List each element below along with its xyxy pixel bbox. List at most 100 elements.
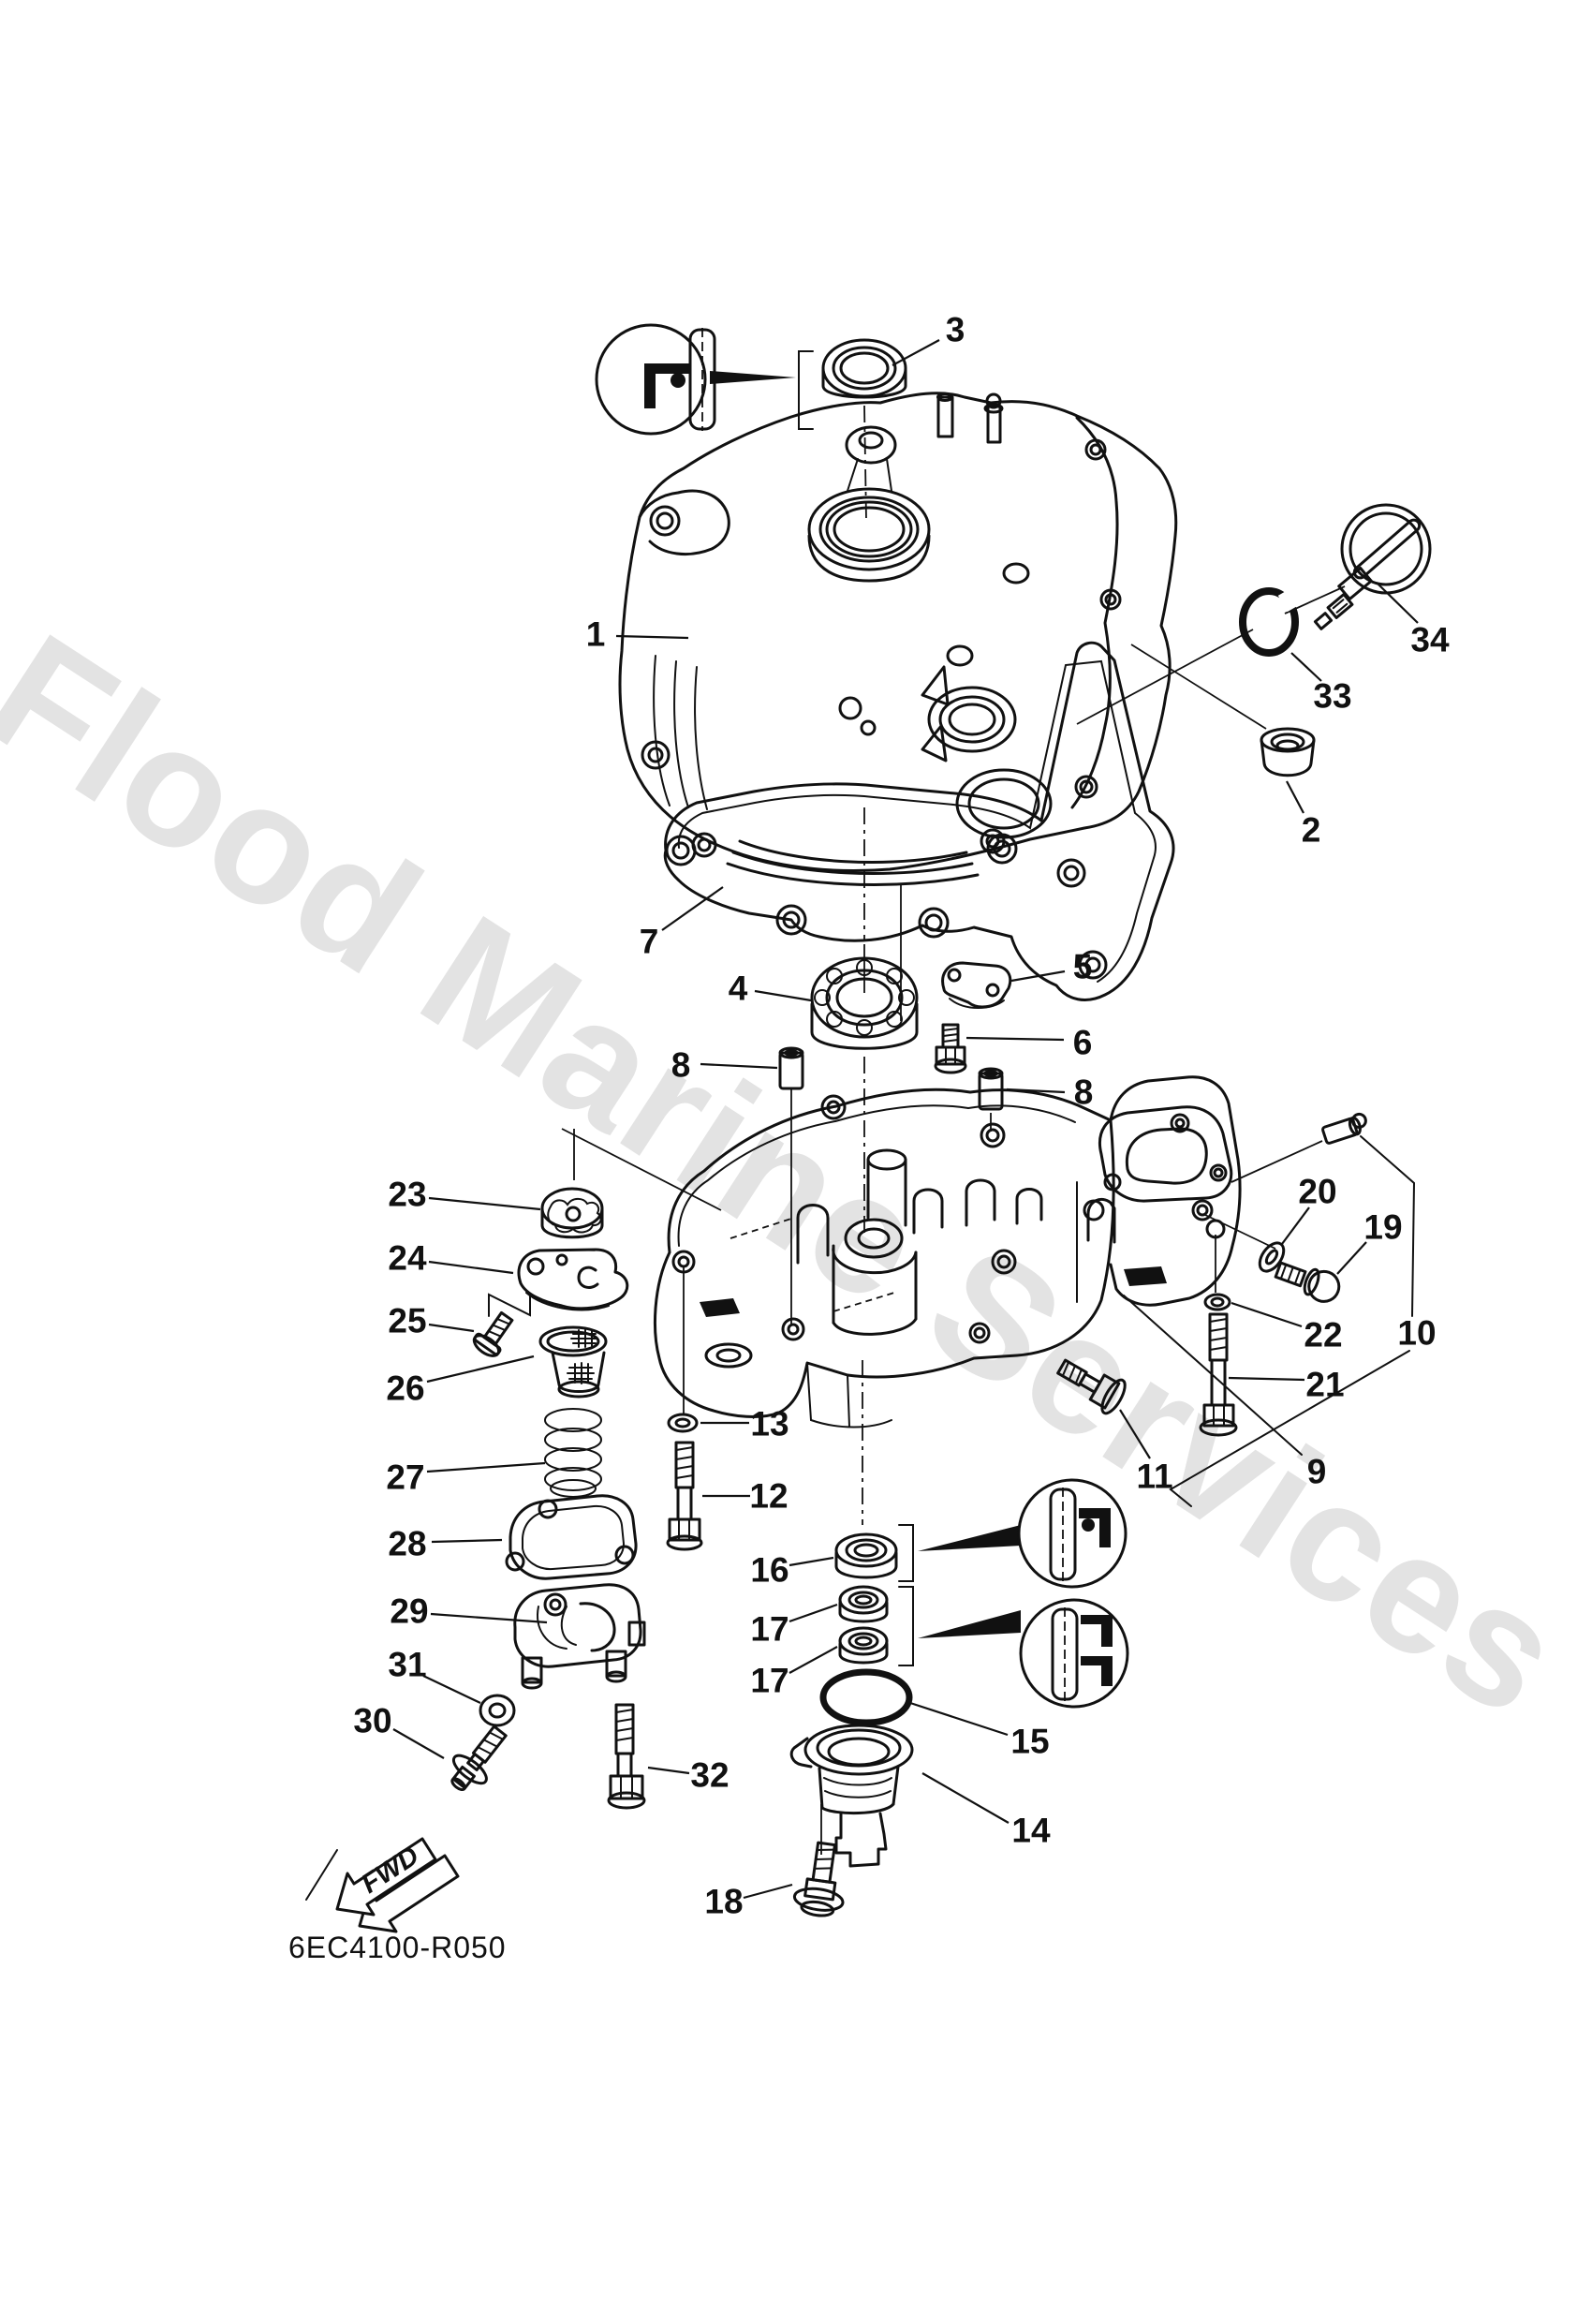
callout-leader-8	[700, 1062, 778, 1070]
spring-27	[544, 1408, 602, 1498]
callout-22: 22	[1304, 1316, 1342, 1354]
callout-18: 18	[704, 1883, 743, 1921]
callout-34: 34	[1410, 621, 1450, 659]
drawing-code: 6EC4100-R050	[288, 1931, 507, 1964]
callout-leader-3	[892, 339, 940, 366]
callout-24: 24	[388, 1239, 427, 1278]
callout-30: 30	[353, 1702, 391, 1740]
callout-8: 8	[1074, 1073, 1094, 1112]
callout-leader-30	[392, 1728, 445, 1759]
group-boundary-lines	[1123, 1135, 1416, 1507]
callout-leader-26	[426, 1354, 535, 1384]
bolt-19	[1274, 1261, 1341, 1303]
strainer-26	[538, 1325, 608, 1399]
seal-grommet-2	[1260, 727, 1316, 777]
seal-profile-icon	[1079, 1508, 1111, 1547]
pump-cover-29	[513, 1583, 646, 1690]
callout-leader-32	[647, 1766, 690, 1775]
callout-leader-1	[615, 634, 689, 640]
callout-leader-8	[1006, 1088, 1066, 1094]
thermostat-gasket	[1098, 1105, 1233, 1203]
callout-leader-34	[1376, 582, 1419, 624]
bolt-11	[1056, 1358, 1127, 1415]
callout-leader-18	[743, 1883, 793, 1900]
callout-11: 11	[1136, 1458, 1172, 1496]
callout-leader-15	[909, 1701, 1009, 1737]
fwd-arrow: FWD	[305, 1837, 460, 1933]
bolt-12	[666, 1441, 703, 1551]
callout-5: 5	[1073, 948, 1093, 986]
callout-leader-11	[1119, 1409, 1151, 1459]
bolt-21	[1199, 1312, 1238, 1437]
callout-23: 23	[388, 1176, 426, 1214]
callout-21: 21	[1305, 1366, 1344, 1404]
callout-12: 12	[749, 1477, 788, 1516]
bearing-17-lower	[838, 1626, 889, 1665]
inset-circle-seal-single	[1017, 1478, 1127, 1589]
callout-leader-23	[428, 1196, 541, 1211]
callout-4: 4	[729, 970, 748, 1008]
detail-inset-top	[595, 323, 814, 436]
callout-28: 28	[388, 1525, 426, 1563]
inset-pointer-arrow	[710, 371, 796, 384]
oil-seal-3	[821, 338, 907, 399]
callout-20: 20	[1298, 1173, 1336, 1211]
bracket-16	[898, 1524, 914, 1582]
callout-layer: 1234567889101112131415161717181920212223…	[353, 311, 1450, 1921]
washer-13	[667, 1413, 699, 1433]
callout-leader-29	[430, 1612, 548, 1624]
screw-25	[472, 1310, 514, 1357]
oil-seal-housing-14	[789, 1724, 914, 1868]
oil-filler-cap-34	[1313, 503, 1432, 630]
callout-leader-33	[1290, 652, 1322, 682]
callout-13: 13	[750, 1405, 788, 1443]
callout-leader-21	[1228, 1376, 1305, 1382]
o-ring-15	[819, 1668, 913, 1726]
callout-leader-7	[661, 886, 724, 931]
dowel-pin-8-left	[778, 1046, 804, 1090]
seal-profile-icon	[1081, 1615, 1113, 1647]
callout-2: 2	[1302, 811, 1321, 850]
callout-leader-28	[431, 1538, 503, 1544]
callout-33: 33	[1313, 677, 1351, 716]
callout-9: 9	[1307, 1453, 1327, 1491]
callout-17: 17	[750, 1662, 788, 1700]
callout-leader-16	[788, 1556, 834, 1567]
callout-3: 3	[946, 311, 965, 349]
callout-leader-2	[1286, 780, 1304, 814]
thermostat-housing	[1076, 1075, 1242, 1307]
callout-32: 32	[690, 1756, 729, 1795]
oil-pump-rotor-23	[540, 1187, 604, 1239]
inset-pointer-arrow-lower	[918, 1610, 1021, 1638]
callout-27: 27	[386, 1458, 424, 1497]
callout-17: 17	[750, 1610, 788, 1649]
callout-leader-4	[754, 989, 812, 1002]
callout-leader-5	[1010, 970, 1066, 983]
inset-circle-seal-double	[1019, 1598, 1129, 1709]
bearing-17-upper	[838, 1585, 889, 1623]
plate-z-mark	[488, 1293, 531, 1317]
callout-7: 7	[640, 923, 659, 961]
oil-pump-plate-24	[517, 1248, 629, 1311]
callout-10: 10	[1397, 1314, 1436, 1353]
callout-25: 25	[388, 1302, 426, 1340]
callout-6: 6	[1073, 1024, 1093, 1062]
bearing-4	[810, 956, 919, 1050]
callout-leader-14	[921, 1772, 1010, 1824]
cylinder-body-1	[618, 392, 1178, 886]
bolt-32	[607, 1703, 646, 1810]
callout-leader-24	[428, 1260, 514, 1275]
assembly-center-lines	[561, 405, 1346, 1855]
callout-leader-27	[426, 1461, 546, 1473]
bolt-18	[792, 1841, 845, 1917]
gasket-bolt-holes	[665, 833, 1108, 980]
seal-profile-icon	[1081, 1656, 1113, 1686]
o-ring-33	[1239, 583, 1309, 657]
callout-leader-17	[788, 1603, 838, 1623]
head-gasket-7	[663, 641, 1175, 1001]
callout-19: 19	[1363, 1208, 1402, 1247]
bracket-17	[898, 1586, 914, 1666]
washer-31	[479, 1694, 516, 1727]
